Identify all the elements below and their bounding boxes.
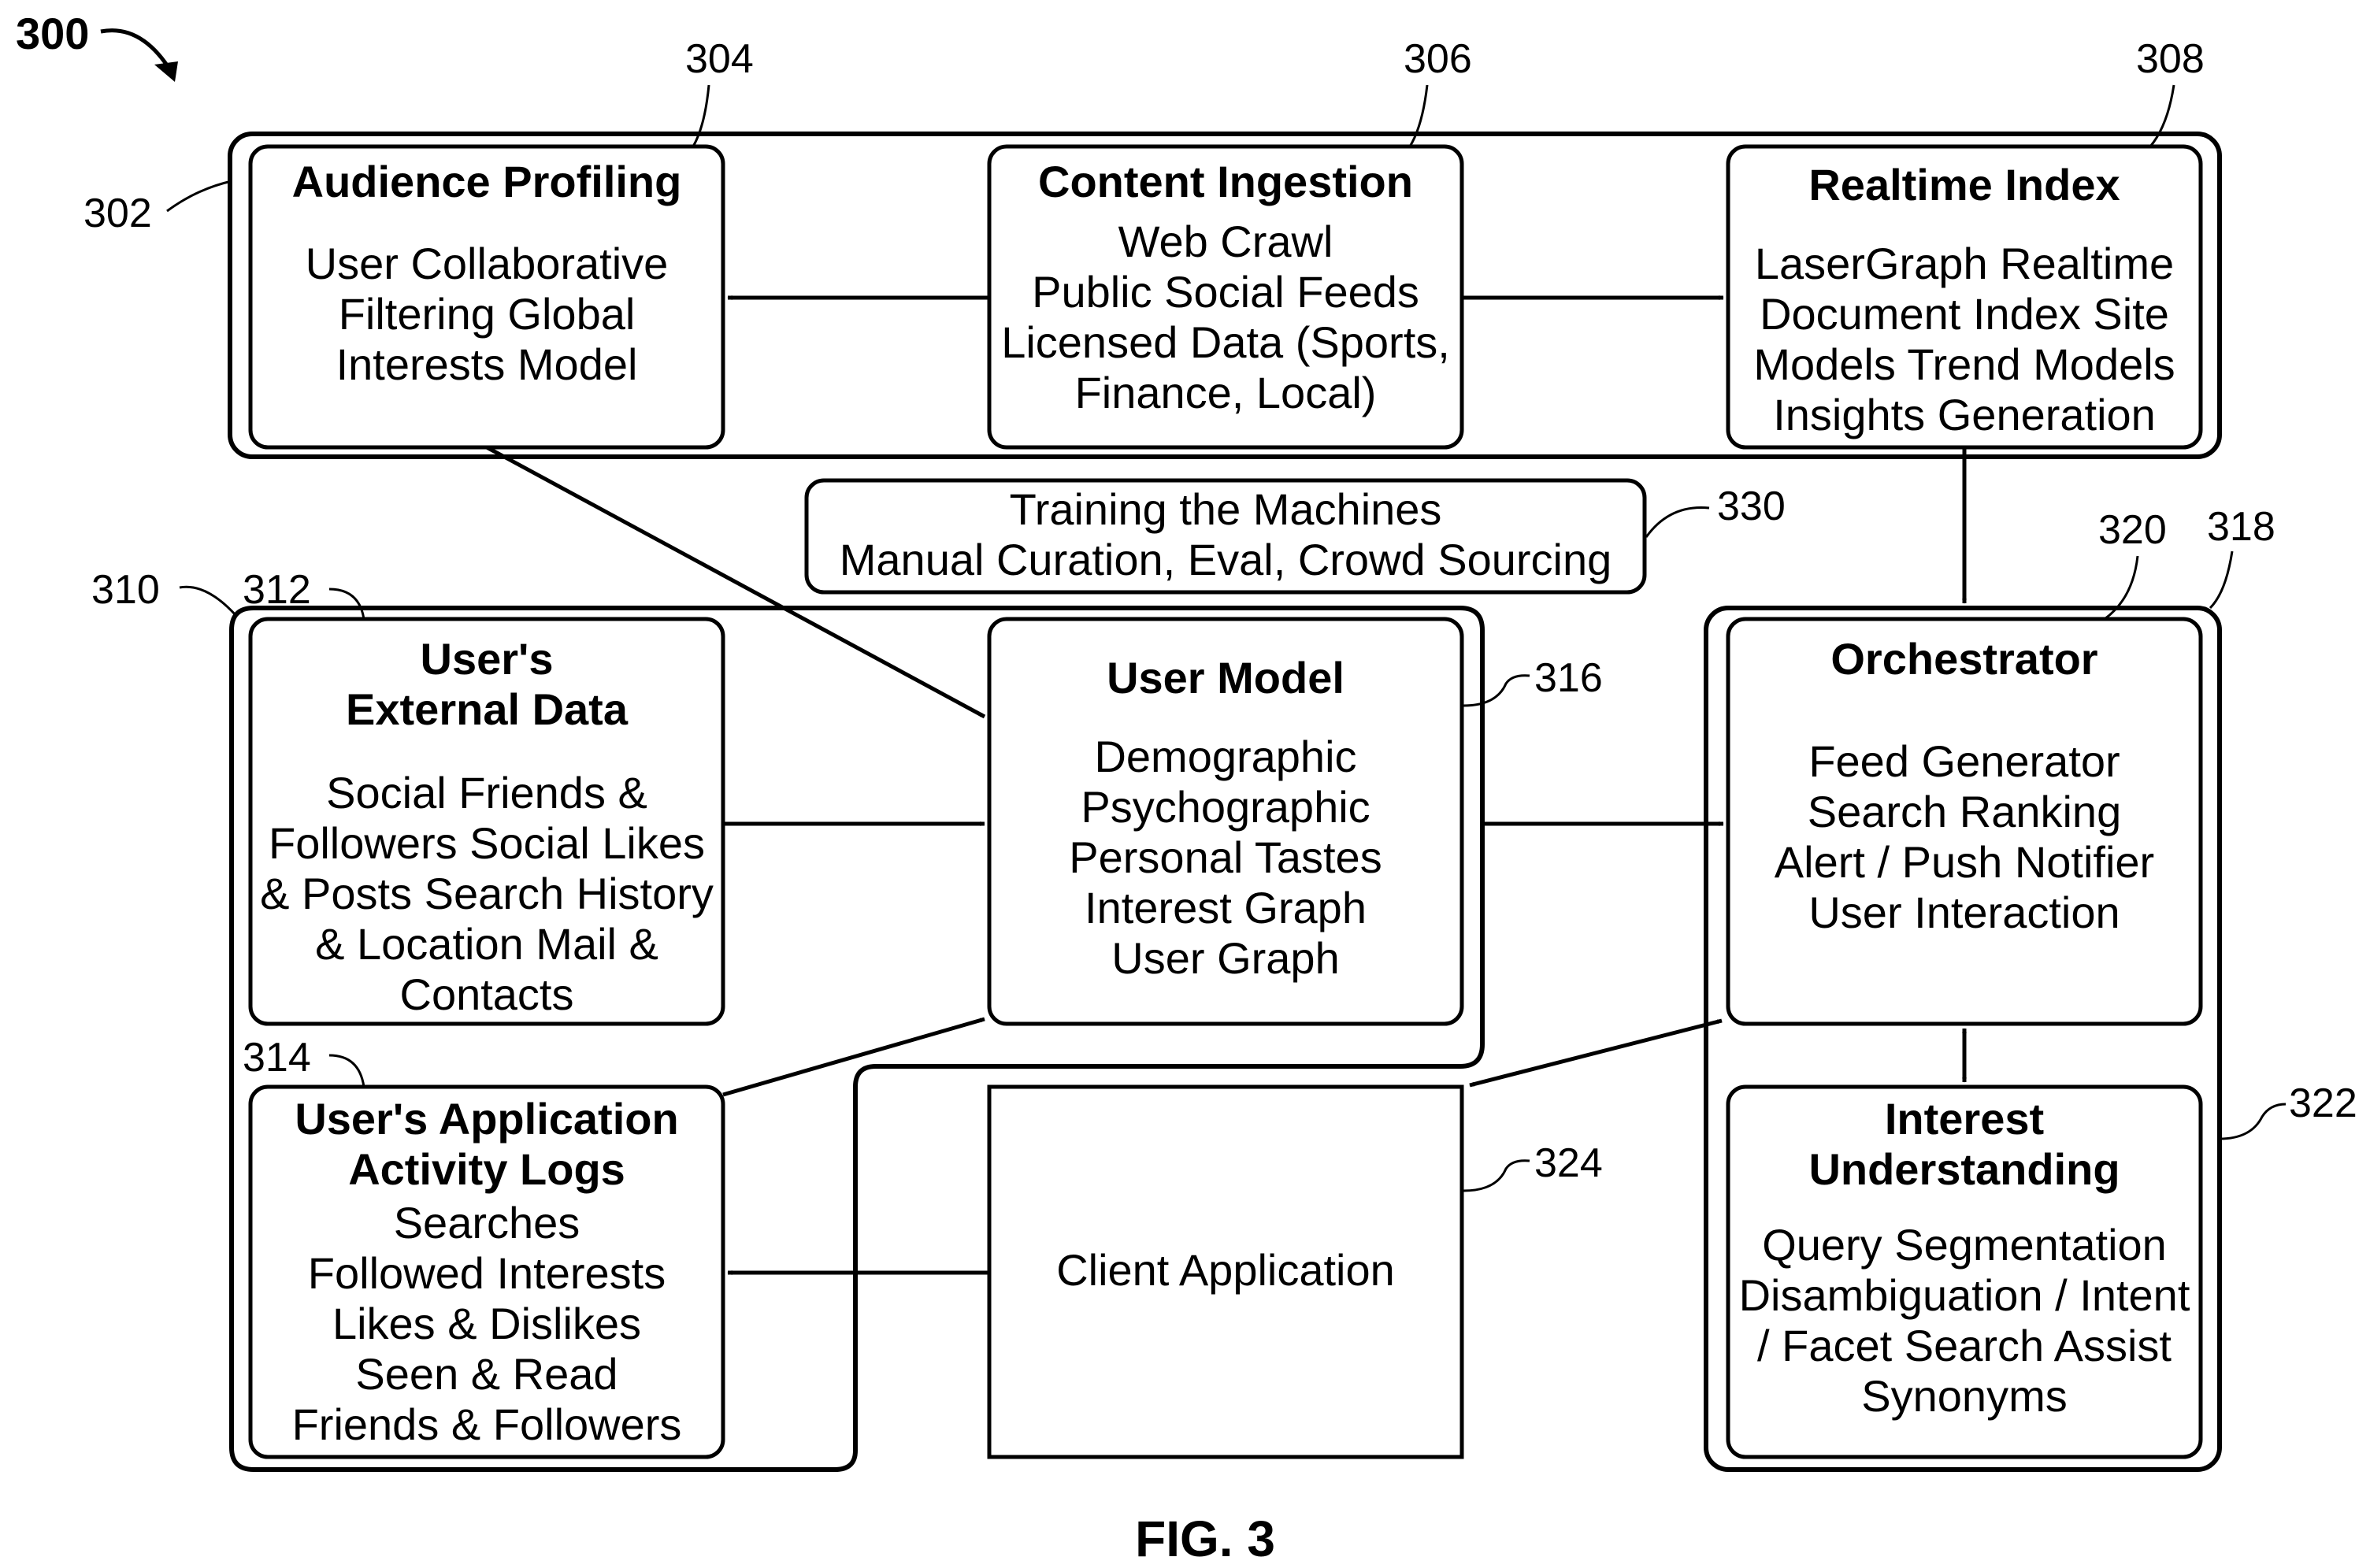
training-line: Manual Curation, Eval, Crowd Sourcing (840, 535, 1612, 584)
user-model-line: Psychographic (1081, 782, 1370, 832)
client-application-ref: 324 (1534, 1140, 1603, 1186)
content-ingestion-ref: 306 (1404, 36, 1472, 82)
activity-logs-line: Likes & Dislikes (332, 1299, 641, 1348)
content-ingestion-leader (1410, 85, 1427, 146)
realtime-index-line: Models Trend Models (1753, 339, 2175, 389)
arrow-orchestrator-client-bidirectional (1470, 1021, 1722, 1085)
content-ingestion-line: Licensed Data (Sports, (1001, 317, 1450, 367)
external-data-title: External Data (346, 684, 629, 734)
figure-number-label: 300 (16, 9, 89, 58)
orchestrator-line: User Interaction (1808, 888, 2120, 937)
interest-understanding-line: Query Segmentation (1762, 1220, 2167, 1270)
group-310-leader (180, 587, 236, 616)
user-model-ref: 316 (1534, 655, 1603, 701)
training-line: Training the Machines (1010, 484, 1442, 534)
external-data-line: Followers Social Likes (269, 818, 705, 868)
activity-logs-line: Seen & Read (355, 1349, 618, 1399)
realtime-index-leader (2150, 85, 2174, 146)
interest-understanding-ref: 322 (2289, 1081, 2357, 1126)
external-data-line: & Posts Search History (260, 869, 714, 918)
activity-logs-leader (329, 1055, 364, 1087)
training-leader (1646, 507, 1709, 537)
audience-profiling-line: User Collaborative (306, 239, 669, 288)
external-data-line: Social Friends & (326, 768, 647, 817)
orchestrator-line: Alert / Push Notifier (1775, 837, 2154, 887)
orchestrator-line: Search Ranking (1808, 787, 2121, 836)
figure-caption: FIG. 3 (1135, 1511, 1275, 1567)
external-data-line: Contacts (400, 969, 574, 1019)
external-data-ref: 312 (243, 567, 311, 613)
interest-understanding-line: Synonyms (1861, 1371, 2067, 1421)
user-model-line: Interest Graph (1085, 883, 1367, 932)
orchestrator-ref: 320 (2098, 507, 2167, 553)
content-ingestion-line: Web Crawl (1118, 217, 1333, 266)
external-data-title: User's (421, 634, 554, 684)
realtime-index-line: Insights Generation (1773, 390, 2156, 439)
external-data-line: & Location Mail & (315, 919, 658, 969)
audience-profiling-title: Audience Profiling (292, 157, 682, 206)
interest-understanding-line: / Facet Search Assist (1757, 1321, 2172, 1370)
group-318-ref: 318 (2207, 504, 2275, 550)
content-ingestion-line: Finance, Local) (1075, 368, 1377, 417)
orchestrator-title: Orchestrator (1830, 634, 2097, 684)
activity-logs-title: Activity Logs (348, 1144, 625, 1194)
realtime-index-line: LaserGraph Realtime (1755, 239, 2174, 288)
group-302-leader (167, 181, 232, 211)
realtime-index-title: Realtime Index (1808, 160, 2120, 209)
user-model-line: Demographic (1094, 732, 1356, 781)
activity-logs-line: Followed Interests (308, 1248, 666, 1298)
activity-logs-line: Searches (394, 1198, 580, 1247)
client-application-line: Client Application (1056, 1245, 1395, 1295)
audience-profiling-leader (693, 85, 709, 146)
group-318-leader (2210, 551, 2232, 608)
interest-understanding-line: Disambiguation / Intent (1739, 1270, 2190, 1320)
content-ingestion-line: Public Social Feeds (1032, 267, 1419, 317)
external-data-leader (329, 589, 364, 619)
interest-understanding-title: Understanding (1808, 1144, 2120, 1194)
group-302-ref: 302 (83, 191, 152, 236)
figure-number-arrowhead (154, 61, 178, 82)
group-310-ref: 310 (91, 567, 160, 613)
audience-profiling-ref: 304 (685, 36, 754, 82)
realtime-index-line: Document Index Site (1760, 289, 2169, 339)
user-model-line: Personal Tastes (1069, 832, 1382, 882)
client-application-leader (1463, 1161, 1530, 1191)
realtime-index-ref: 308 (2136, 36, 2205, 82)
activity-logs-title: User's Application (295, 1094, 678, 1144)
interest-understanding-title: Interest (1885, 1094, 2044, 1144)
training-ref: 330 (1717, 484, 1786, 529)
audience-profiling-line: Filtering Global (339, 289, 636, 339)
user-model-leader (1463, 676, 1530, 706)
user-model-line: User Graph (1111, 933, 1339, 983)
orchestrator-line: Feed Generator (1808, 736, 2120, 786)
interest-understanding-leader (2220, 1104, 2286, 1139)
audience-profiling-line: Interests Model (336, 339, 638, 389)
activity-logs-ref: 314 (243, 1035, 311, 1081)
user-model-title: User Model (1107, 653, 1344, 702)
content-ingestion-title: Content Ingestion (1038, 157, 1413, 206)
activity-logs-line: Friends & Followers (292, 1399, 682, 1449)
